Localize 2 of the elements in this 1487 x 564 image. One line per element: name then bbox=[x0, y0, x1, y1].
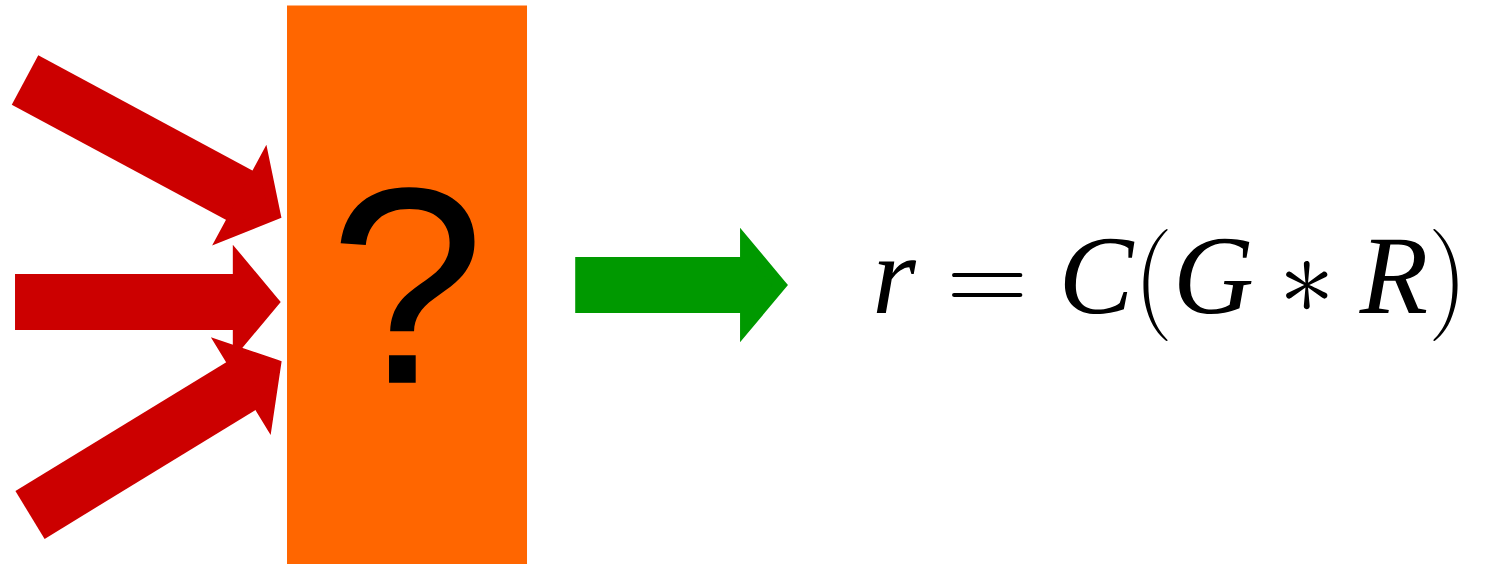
question-box: ? bbox=[287, 5, 527, 564]
formula: $r = C(G * R)$ bbox=[876, 229, 1458, 341]
